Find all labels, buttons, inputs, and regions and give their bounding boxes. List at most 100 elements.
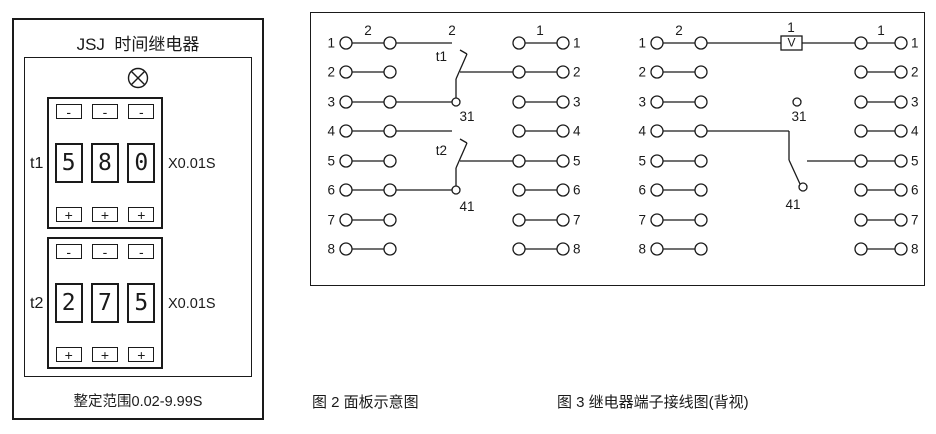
terminal-number: 5 <box>327 154 335 169</box>
terminal-number: 5 <box>911 154 919 169</box>
terminal-circle <box>694 183 708 197</box>
increment-button[interactable]: + <box>128 207 155 223</box>
terminal-row-left: 8 <box>638 242 708 257</box>
terminal-row-right: 3 <box>854 95 919 110</box>
decrement-button[interactable]: - <box>55 104 82 120</box>
terminal-circle <box>512 36 526 50</box>
terminal-number: 2 <box>911 65 919 80</box>
terminal-circle <box>556 154 570 168</box>
decrement-button[interactable]: - <box>55 244 82 260</box>
terminal-circle <box>854 213 868 227</box>
timer1-label: t1 <box>30 155 44 172</box>
terminal-circle <box>512 154 526 168</box>
node-label: 2 <box>364 23 372 38</box>
terminal-circle <box>854 154 868 168</box>
terminal-row-left: 5 <box>327 154 397 169</box>
terminal-row-right: 3 <box>512 95 581 110</box>
terminal-number: 2 <box>573 65 581 80</box>
increment-button[interactable]: + <box>91 207 118 223</box>
terminal-circle <box>694 213 708 227</box>
terminal-row-left: 1 <box>327 36 397 51</box>
terminal-row-left: 8 <box>327 242 397 257</box>
terminal-number: 4 <box>573 124 581 139</box>
terminal-circle <box>339 242 353 256</box>
terminal-number: 4 <box>911 124 919 139</box>
contact-pivot-label: 41 <box>459 199 474 214</box>
decrement-button[interactable]: - <box>128 244 155 260</box>
contact-41: 41 <box>707 130 855 212</box>
contact-blade <box>455 142 468 169</box>
terminal-circle <box>694 36 708 50</box>
increment-button[interactable]: + <box>91 347 118 363</box>
terminal-circle <box>383 95 397 109</box>
terminal-circle <box>383 213 397 227</box>
thumbwheel-column: - 2 + <box>52 244 85 363</box>
terminal-number: 3 <box>573 95 581 110</box>
timer1-thumbwheel-group: - 5 + - 8 + - 0 + <box>47 97 163 229</box>
digit-display: 8 <box>90 143 119 183</box>
digit-display: 7 <box>90 283 119 323</box>
terminal-circle <box>339 183 353 197</box>
terminal-circle <box>650 213 664 227</box>
terminal-circle <box>512 242 526 256</box>
terminal-circle <box>383 183 397 197</box>
node-label: 1 <box>536 23 544 38</box>
contact-pivot-circle <box>792 97 802 107</box>
terminal-number: 2 <box>327 65 335 80</box>
contact-pivot-label: 31 <box>459 109 474 124</box>
terminal-row-left: 2 <box>638 65 708 80</box>
terminal-circle <box>694 65 708 79</box>
terminal-number: 6 <box>327 183 335 198</box>
terminal-row-left: 6 <box>327 183 397 198</box>
voltage-element-label: V <box>787 36 795 50</box>
digit-display: 0 <box>127 143 156 183</box>
thumbwheel-column: - 0 + <box>125 104 158 223</box>
node-label: 2 <box>675 23 683 38</box>
terminal-row-right: 4 <box>512 124 581 139</box>
thumbwheel-column: - 7 + <box>88 244 121 363</box>
terminal-circle <box>854 36 868 50</box>
terminal-circle <box>650 183 664 197</box>
decrement-button[interactable]: - <box>91 244 118 260</box>
terminal-row-right: 2 <box>512 65 581 80</box>
panel-schematic-diagram: 1 2 3 4 5 6 7 8 1 2 3 4 5 6 7 8 2 2 1 <box>327 23 581 257</box>
digit-display: 5 <box>127 283 156 323</box>
terminal-circle <box>339 124 353 138</box>
terminal-circle <box>894 242 908 256</box>
terminal-circle <box>383 154 397 168</box>
terminal-circle <box>694 242 708 256</box>
terminal-number: 7 <box>911 213 919 228</box>
figure3-caption: 图 3 继电器端子接线图(背视) <box>557 394 749 411</box>
terminal-number: 1 <box>327 36 335 51</box>
terminal-row-right: 5 <box>512 154 581 169</box>
terminal-row-right: 6 <box>512 183 581 198</box>
node-label: 1 <box>877 23 885 38</box>
indicator-lamp-icon <box>127 67 149 89</box>
terminal-row-right: 5 <box>854 154 919 169</box>
terminal-row-left: 7 <box>638 213 708 228</box>
terminal-number: 7 <box>573 213 581 228</box>
timer2-label: t2 <box>30 295 44 312</box>
increment-button[interactable]: + <box>128 347 155 363</box>
terminal-circle <box>512 65 526 79</box>
terminal-row-right: 8 <box>854 242 919 257</box>
terminal-number: 4 <box>638 124 646 139</box>
terminal-row-left: 6 <box>638 183 708 198</box>
increment-button[interactable]: + <box>55 347 82 363</box>
terminal-circle <box>556 213 570 227</box>
decrement-button[interactable]: - <box>91 104 118 120</box>
contact-name: t2 <box>436 143 447 158</box>
contact-pivot-label: 31 <box>791 109 806 124</box>
terminal-number: 1 <box>638 36 646 51</box>
terminal-circle <box>650 154 664 168</box>
terminal-row-left: 2 <box>327 65 397 80</box>
contact-pivot-circle <box>451 185 461 195</box>
increment-button[interactable]: + <box>55 207 82 223</box>
contact-pivot-circle <box>798 182 808 192</box>
terminal-number: 3 <box>911 95 919 110</box>
terminal-row-right: 6 <box>854 183 919 198</box>
terminal-circle <box>556 95 570 109</box>
terminal-circle <box>894 213 908 227</box>
terminal-row-right: 7 <box>854 213 919 228</box>
decrement-button[interactable]: - <box>128 104 155 120</box>
